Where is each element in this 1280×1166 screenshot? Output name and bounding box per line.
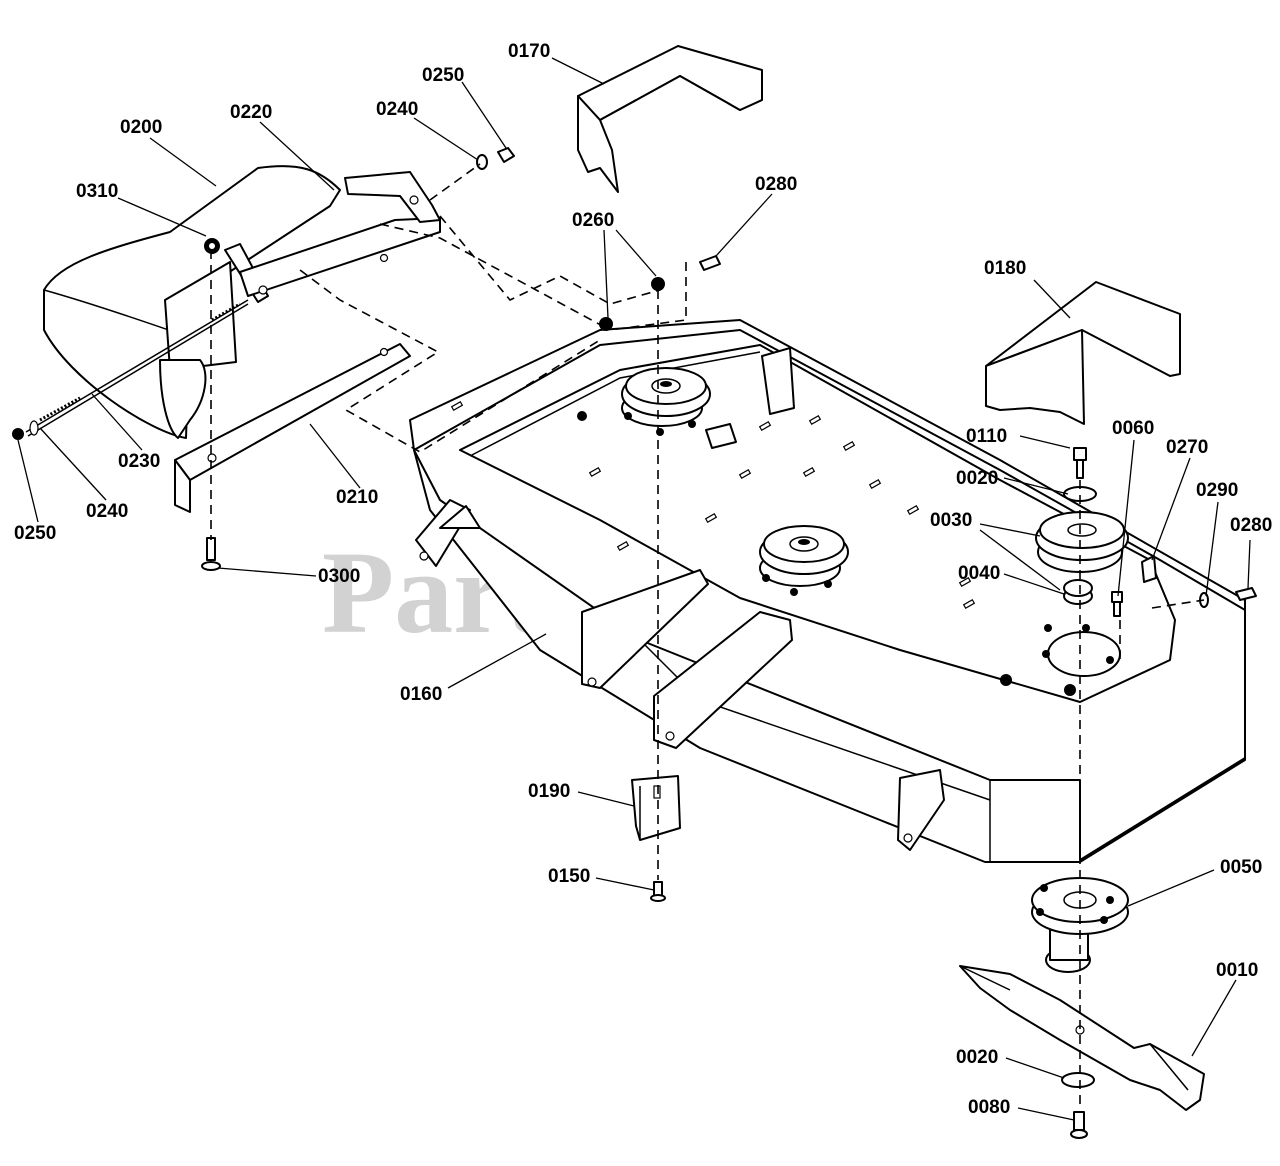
part-0210-bar bbox=[174, 253, 411, 513]
part-0300-bolt bbox=[201, 537, 221, 571]
part-0020-washer-bottom bbox=[1061, 1072, 1095, 1088]
part-0040-spacer bbox=[1063, 579, 1093, 605]
part-0180-belt-cover bbox=[985, 281, 1181, 425]
callout-0270: 0270 bbox=[1166, 437, 1208, 458]
callout-0160: 0160 bbox=[400, 684, 442, 705]
callout-0020-bottom: 0020 bbox=[956, 1047, 998, 1068]
assembly-lines bbox=[210, 163, 1205, 1110]
callout-labels: 0170 0250 0240 0200 0220 0310 0280 0260 … bbox=[14, 41, 1272, 1118]
callout-0020-top: 0020 bbox=[956, 468, 998, 489]
callout-0060: 0060 bbox=[1112, 418, 1154, 439]
callout-0170: 0170 bbox=[508, 41, 550, 62]
part-0010-blade bbox=[959, 965, 1205, 1111]
part-0270-clip bbox=[1141, 555, 1157, 583]
part-0220-bracket bbox=[224, 171, 441, 303]
part-0280-bolt-top bbox=[699, 255, 721, 271]
part-0310-nut bbox=[204, 238, 220, 254]
callout-0030: 0030 bbox=[930, 510, 972, 531]
part-0260-nuts bbox=[599, 277, 665, 331]
callout-0080: 0080 bbox=[968, 1097, 1010, 1118]
callout-0260: 0260 bbox=[572, 210, 614, 231]
callout-0300: 0300 bbox=[318, 566, 360, 587]
callout-0240-left: 0240 bbox=[86, 501, 128, 522]
part-pulley-center bbox=[759, 525, 849, 596]
part-0280-bolt-right bbox=[1235, 587, 1257, 601]
part-0160-deck bbox=[409, 319, 1246, 863]
callout-0240-top: 0240 bbox=[376, 99, 418, 120]
callout-0230: 0230 bbox=[118, 451, 160, 472]
callout-0110: 0110 bbox=[966, 426, 1007, 447]
part-0080-bolt bbox=[1070, 1111, 1088, 1139]
callout-0050: 0050 bbox=[1220, 857, 1262, 878]
callout-0200: 0200 bbox=[120, 117, 162, 138]
callout-0280-top: 0280 bbox=[755, 174, 797, 195]
part-0060-bolt bbox=[1111, 591, 1123, 617]
callout-0180: 0180 bbox=[984, 258, 1026, 279]
part-0170-belt-cover bbox=[577, 45, 763, 193]
callout-0040: 0040 bbox=[958, 563, 1000, 584]
callout-0010: 0010 bbox=[1216, 960, 1258, 981]
callout-0290: 0290 bbox=[1196, 480, 1238, 501]
callout-0250-left: 0250 bbox=[14, 523, 56, 544]
part-0240-washer bbox=[476, 147, 515, 170]
callout-0220: 0220 bbox=[230, 102, 272, 123]
leader-lines bbox=[17, 57, 1251, 1121]
callout-0190: 0190 bbox=[528, 781, 570, 802]
callout-0310: 0310 bbox=[76, 181, 118, 202]
callout-0280-right: 0280 bbox=[1230, 515, 1272, 536]
part-0030-pulley bbox=[1035, 511, 1129, 573]
part-pulley-left bbox=[621, 367, 711, 436]
callout-0210: 0210 bbox=[336, 487, 378, 508]
part-0190-bracket bbox=[631, 775, 681, 841]
callout-0150: 0150 bbox=[548, 866, 590, 887]
part-0150-bolt bbox=[650, 881, 666, 902]
callout-0250-top: 0250 bbox=[422, 65, 464, 86]
part-0110-bolt bbox=[1073, 447, 1087, 479]
